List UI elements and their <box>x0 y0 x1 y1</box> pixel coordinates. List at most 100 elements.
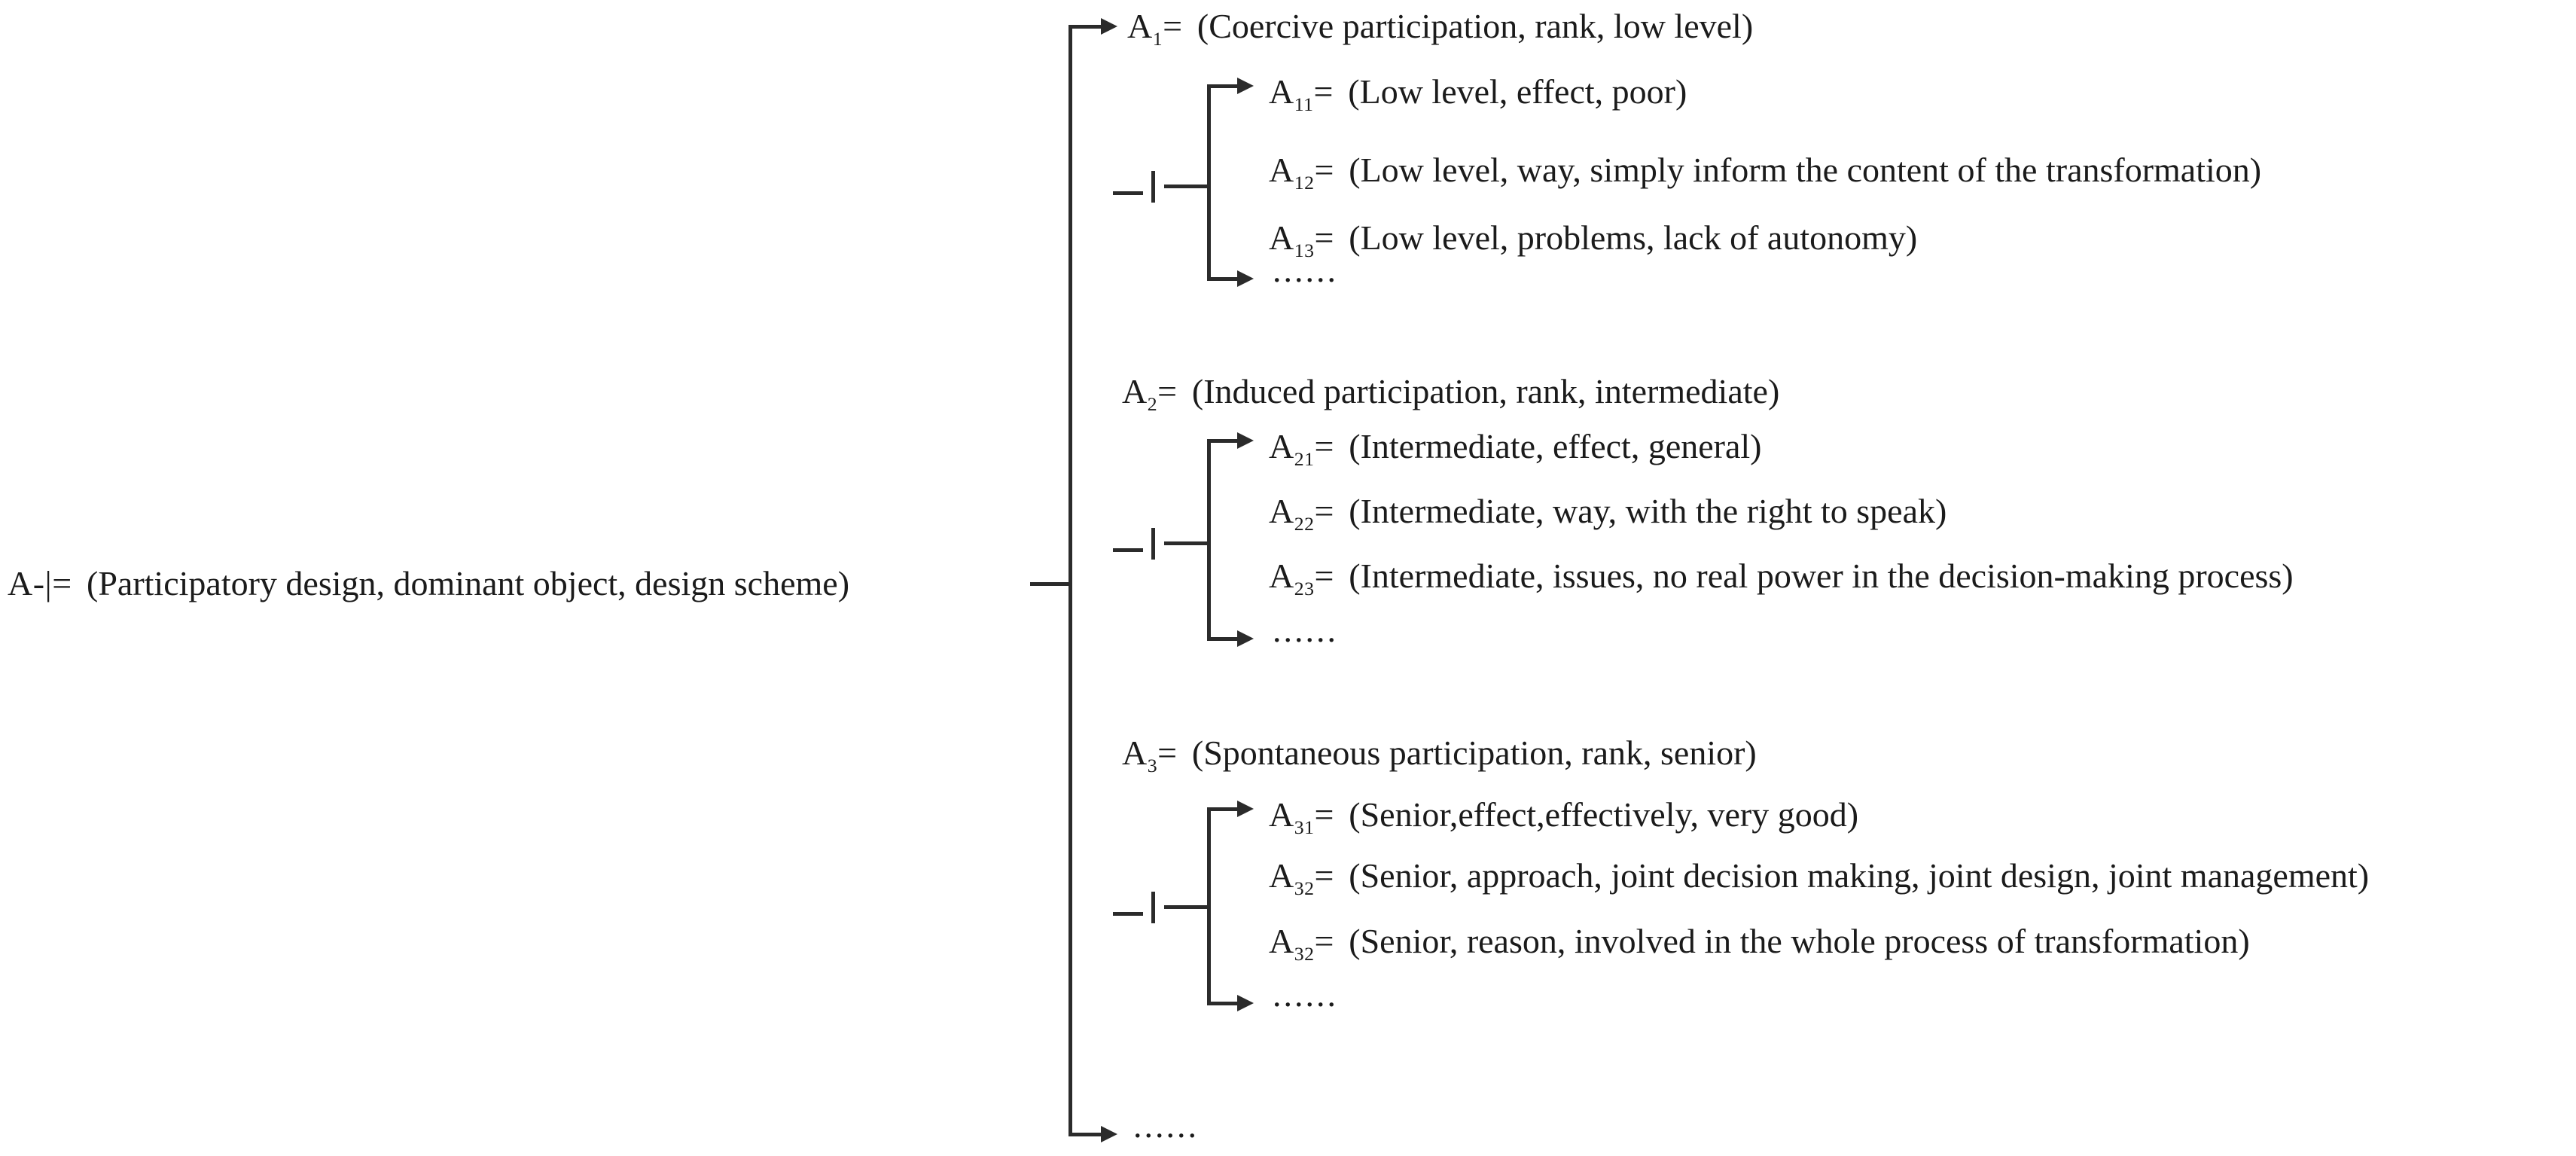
node-a23-subscript: 23 <box>1294 578 1315 600</box>
group1-branch-tick <box>1151 171 1155 203</box>
node-a12-base: A <box>1269 151 1294 189</box>
ellipsis-root: ...... <box>1133 1106 1199 1145</box>
node-a22-label: A22= <box>1269 492 1334 534</box>
node-a3: A3= (Spontaneous participation, rank, sen… <box>1122 731 1757 776</box>
node-a2-eq: = <box>1157 372 1178 410</box>
group2-bracket-line <box>1207 439 1211 641</box>
node-a32-label: A32= <box>1269 856 1334 898</box>
node-a32b-value: (Senior, reason, involved in the whole p… <box>1349 922 2250 960</box>
node-a11-base: A <box>1269 72 1294 111</box>
ellipsis-group2: ...... <box>1273 611 1338 649</box>
node-a22-base: A <box>1269 492 1294 530</box>
node-a12: A12= (Low level, way, simply inform the c… <box>1269 148 2261 193</box>
node-a1-subscript: 1 <box>1152 28 1163 50</box>
group1-branch-dash <box>1113 191 1143 195</box>
node-a21-label: A21= <box>1269 427 1334 469</box>
node-a1: A1= (Coercive participation, rank, low le… <box>1127 4 1753 49</box>
group3-branch-tick <box>1151 892 1155 923</box>
node-a23-base: A <box>1269 557 1294 595</box>
node-a21: A21=(Intermediate, effect, general) <box>1269 424 1762 469</box>
node-a31-eq: = <box>1314 795 1334 834</box>
node-a31-label: A31= <box>1269 795 1334 837</box>
trunk-bottom-arrow-line <box>1069 1133 1101 1136</box>
arrow-right-icon <box>1237 630 1254 647</box>
group2-branch-line <box>1164 541 1207 545</box>
node-a11-eq: = <box>1313 72 1334 111</box>
group1-branch-line <box>1164 185 1207 188</box>
node-a2-base: A <box>1122 372 1148 410</box>
node-a22-value: (Intermediate, way, with the right to sp… <box>1349 492 1947 530</box>
node-a32b-eq: = <box>1314 922 1334 960</box>
group3-branch-line <box>1164 905 1207 909</box>
node-a32b-subscript: 32 <box>1294 943 1315 965</box>
ellipsis-group3: ...... <box>1273 975 1338 1014</box>
node-a12-eq: = <box>1314 151 1334 189</box>
node-a32: A32= (Senior, approach, joint decision ma… <box>1269 853 2369 898</box>
group3-bottom-arrow-line <box>1207 1002 1237 1005</box>
group3-branch-dash <box>1113 912 1143 916</box>
node-a32b: A32= (Senior, reason, involved in the who… <box>1269 919 2250 964</box>
group3-bracket-line <box>1207 807 1211 1005</box>
node-root-value: (Participatory design, dominant object, … <box>87 564 850 602</box>
node-root-eq: = <box>52 564 72 602</box>
node-a12-label: A12= <box>1269 151 1334 193</box>
node-a21-eq: = <box>1314 427 1334 465</box>
node-a12-value: (Low level, way, simply inform the conte… <box>1349 151 2262 189</box>
node-a13-eq: = <box>1314 218 1334 257</box>
node-a21-subscript: 21 <box>1294 448 1315 471</box>
node-a22-eq: = <box>1314 492 1334 530</box>
node-a3-value: (Spontaneous participation, rank, senior… <box>1191 734 1757 772</box>
node-a3-subscript: 3 <box>1147 755 1158 777</box>
group1-top-arrow-line <box>1207 84 1237 88</box>
node-a31-base: A <box>1269 795 1294 834</box>
node-a23-value: (Intermediate, issues, no real power in … <box>1349 557 2294 595</box>
node-a13-subscript: 13 <box>1294 239 1315 262</box>
node-a13-base: A <box>1269 218 1294 257</box>
node-root: A-|= (Participatory design, dominant obje… <box>8 561 849 606</box>
arrow-right-icon <box>1237 801 1254 817</box>
node-a11-value: (Low level, effect, poor) <box>1348 72 1687 111</box>
node-a22-subscript: 22 <box>1294 513 1315 535</box>
arrow-right-icon <box>1237 78 1254 94</box>
node-a1-label: A1= <box>1127 7 1183 49</box>
group2-bottom-arrow-line <box>1207 637 1237 641</box>
node-a32-base: A <box>1269 856 1294 895</box>
arrow-right-icon <box>1237 995 1254 1011</box>
node-a1-base: A <box>1127 7 1153 45</box>
node-a23-label: A23= <box>1269 557 1334 599</box>
node-a31: A31=(Senior,effect,effectively, very goo… <box>1269 792 1858 837</box>
node-a32-eq: = <box>1314 856 1334 895</box>
node-a32b-base: A <box>1269 922 1294 960</box>
arrow-right-icon <box>1237 432 1254 449</box>
node-a2: A2= (Induced participation, rank, interme… <box>1122 369 1779 414</box>
node-a11: A11=(Low level, effect, poor) <box>1269 69 1687 114</box>
node-a2-subscript: 2 <box>1147 393 1158 416</box>
group1-bracket-line <box>1207 84 1211 281</box>
node-a1-value: (Coercive participation, rank, low level… <box>1197 7 1754 45</box>
node-a12-subscript: 12 <box>1294 172 1315 194</box>
node-a23-eq: = <box>1314 557 1334 595</box>
node-a21-base: A <box>1269 427 1294 465</box>
node-a32-value: (Senior, approach, joint decision making… <box>1349 856 2370 895</box>
node-a2-label: A2= <box>1122 372 1178 414</box>
node-a32b-label: A32= <box>1269 922 1334 964</box>
node-root-id: A-| <box>8 564 53 602</box>
group2-top-arrow-line <box>1207 439 1237 443</box>
node-a13-value: (Low level, problems, lack of autonomy) <box>1349 218 1918 257</box>
arrow-right-icon <box>1237 270 1254 287</box>
arrow-right-icon <box>1101 18 1117 35</box>
node-a2-value: (Induced participation, rank, intermedia… <box>1191 372 1780 410</box>
group2-branch-dash <box>1113 548 1143 552</box>
arrow-right-icon <box>1101 1126 1117 1142</box>
node-a13: A13= (Low level, problems, lack of autono… <box>1269 215 1917 261</box>
node-a32-subscript: 32 <box>1294 877 1315 900</box>
node-a3-label: A3= <box>1122 734 1178 776</box>
node-a1-eq: = <box>1163 7 1183 45</box>
group3-top-arrow-line <box>1207 807 1237 811</box>
group1-bottom-arrow-line <box>1207 277 1237 281</box>
root-connector-line <box>1030 582 1072 586</box>
trunk-top-arrow-line <box>1069 25 1101 29</box>
ellipsis-group1: ...... <box>1273 251 1338 289</box>
trunk-line <box>1069 25 1072 1136</box>
